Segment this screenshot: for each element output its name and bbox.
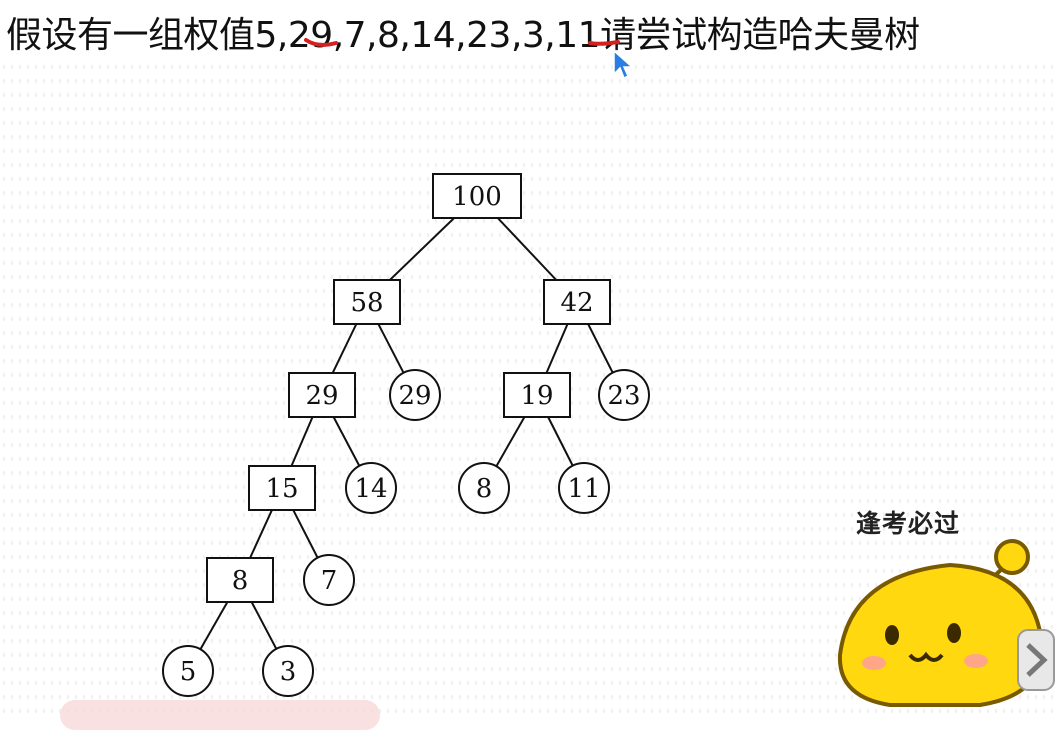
internal-node: 42 [543, 279, 611, 325]
node-box [248, 465, 316, 511]
annotation-underline [304, 38, 338, 47]
leaf-node: 8 [458, 462, 510, 514]
internal-node: 8 [206, 557, 274, 603]
node-circle [558, 462, 610, 514]
mascot-icon [837, 539, 1055, 707]
node-label: 23 [607, 381, 640, 411]
node-circle [458, 462, 510, 514]
weight-value: 7 [343, 15, 367, 56]
node-label: 100 [452, 182, 502, 212]
weight-value: 11 [555, 15, 601, 56]
leaf-node: 3 [262, 645, 314, 697]
node-label: 5 [180, 657, 197, 687]
node-label: 8 [232, 566, 249, 596]
weight-value: 29 [287, 15, 333, 56]
internal-node: 58 [333, 279, 401, 325]
question-prefix: 假设有一组权值 [6, 15, 255, 56]
weight-value: 3 [521, 15, 545, 56]
node-label: 15 [265, 474, 298, 504]
node-label: 42 [560, 288, 593, 318]
mouse-cursor-icon [613, 50, 634, 80]
question-suffix: 请尝试构造哈夫曼树 [600, 15, 920, 56]
node-circle [598, 369, 650, 421]
node-circle [389, 369, 441, 421]
internal-node: 100 [432, 173, 522, 219]
node-label: 29 [398, 381, 431, 411]
annotation-underline [588, 40, 620, 46]
internal-node: 19 [503, 372, 571, 418]
node-circle [303, 554, 355, 606]
internal-node: 15 [248, 465, 316, 511]
node-circle [345, 462, 397, 514]
brand-label: 逢考必过 [856, 509, 961, 538]
node-label: 29 [305, 381, 338, 411]
decorative-blob [60, 700, 380, 730]
node-label: 58 [350, 288, 383, 318]
node-circle [162, 645, 214, 697]
weight-value: 5 [254, 15, 278, 56]
weight-value: 14 [410, 15, 456, 56]
node-label: 19 [520, 381, 553, 411]
leaf-node: 11 [558, 462, 610, 514]
node-label: 11 [567, 474, 600, 504]
node-box [543, 279, 611, 325]
node-box [288, 372, 356, 418]
node-box [206, 557, 274, 603]
leaf-node: 23 [598, 369, 650, 421]
node-box [432, 173, 522, 219]
node-box [503, 372, 571, 418]
leaf-node: 14 [345, 462, 397, 514]
node-label: 14 [354, 474, 387, 504]
node-label: 8 [476, 474, 493, 504]
node-circle [262, 645, 314, 697]
weight-value: 8 [377, 15, 400, 56]
node-label: 7 [321, 566, 338, 596]
weight-value: 23 [466, 15, 511, 56]
leaf-node: 29 [389, 369, 441, 421]
question-text: 假设有一组权值5,29,7,8,14,23,3,11请尝试构造哈夫曼树 [6, 15, 920, 56]
leaf-node: 7 [303, 554, 355, 606]
internal-node: 29 [288, 372, 356, 418]
node-label: 3 [280, 657, 297, 687]
leaf-node: 5 [162, 645, 214, 697]
node-box [333, 279, 401, 325]
